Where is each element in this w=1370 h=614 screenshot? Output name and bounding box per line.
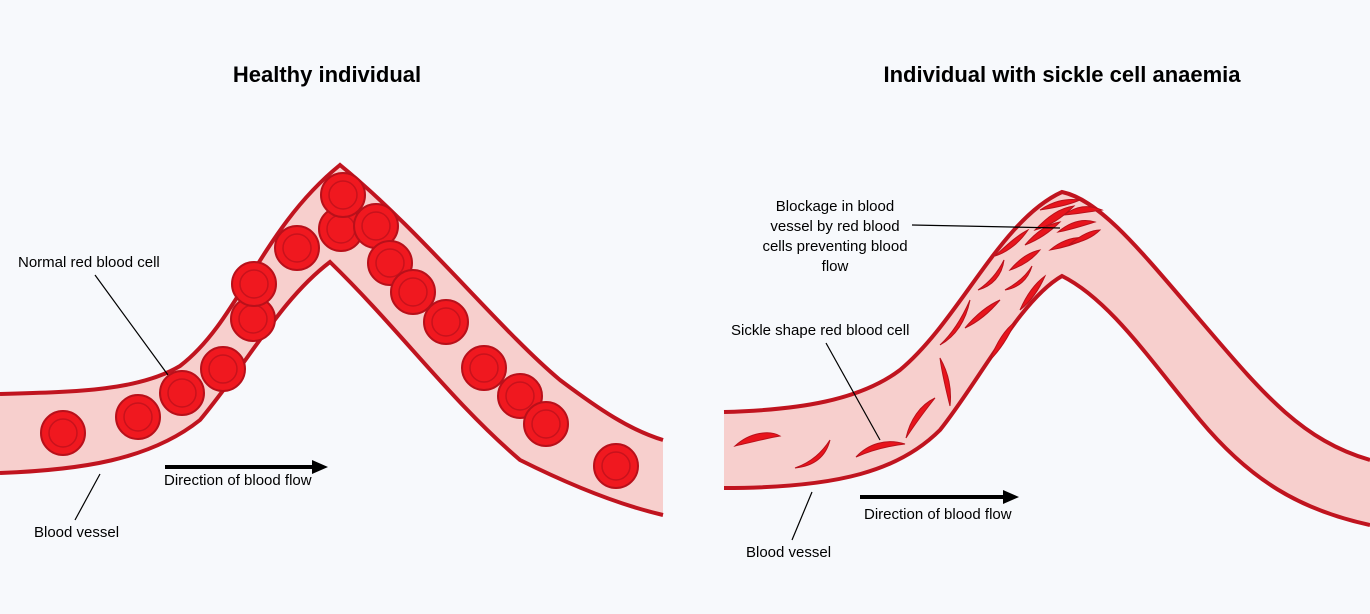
right-vessel-label: Blood vessel bbox=[746, 544, 832, 561]
sickle-red-blood-cell bbox=[1062, 206, 1104, 216]
left-vessel-wall-bottom bbox=[0, 259, 664, 517]
right-flow-label: Direction of blood flow bbox=[864, 506, 1012, 523]
left-cell-pointer-line bbox=[94, 274, 169, 376]
normal-red-blood-cell bbox=[231, 261, 277, 307]
sickle-red-blood-cell bbox=[994, 228, 1030, 257]
right-panel-title: Individual with sickle cell anaemia bbox=[883, 62, 1241, 87]
sickle-red-blood-cell bbox=[733, 432, 782, 447]
left-vessel-lumen bbox=[0, 165, 663, 515]
normal-red-blood-cell bbox=[230, 296, 276, 342]
right-vessel-pointer-line bbox=[791, 491, 813, 541]
right-cells bbox=[733, 199, 1104, 469]
left-flow-arrow bbox=[165, 460, 328, 474]
sickle-red-blood-cell bbox=[1004, 265, 1033, 291]
sickle-red-blood-cell bbox=[905, 397, 936, 439]
right-vessel-wall-bottom bbox=[723, 273, 1370, 527]
right-vessel-wall-top bbox=[723, 189, 1370, 462]
sickle-red-blood-cell bbox=[1008, 249, 1042, 272]
normal-red-blood-cell bbox=[274, 225, 320, 271]
sickle-cell-label: Sickle shape red blood cell bbox=[731, 322, 910, 339]
normal-red-blood-cell bbox=[390, 269, 436, 315]
left-vessel bbox=[0, 162, 664, 517]
blockage-label: Blockage in blood vessel by red blood ce… bbox=[762, 198, 908, 275]
right-flow-arrow bbox=[860, 490, 1019, 504]
sickle-red-blood-cell bbox=[1068, 229, 1102, 245]
normal-cell-label: Normal red blood cell bbox=[18, 254, 160, 271]
normal-red-blood-cell bbox=[523, 401, 569, 447]
normal-red-blood-cell bbox=[40, 410, 86, 456]
left-flow-label: Direction of blood flow bbox=[164, 472, 312, 489]
left-panel-title: Healthy individual bbox=[232, 62, 422, 87]
right-cell-pointer-line bbox=[825, 342, 881, 441]
sickle-red-blood-cell bbox=[939, 357, 951, 407]
sickle-red-blood-cell bbox=[1056, 219, 1097, 233]
sickle-red-blood-cell bbox=[1019, 274, 1047, 311]
sickle-red-blood-cell bbox=[964, 299, 1001, 329]
sickle-red-blood-cell bbox=[989, 320, 1017, 361]
left-vessel-label: Blood vessel bbox=[34, 524, 120, 541]
left-vessel-wall-top bbox=[0, 162, 664, 442]
normal-red-blood-cell bbox=[115, 394, 161, 440]
sickle-red-blood-cell bbox=[1039, 199, 1082, 211]
blockage-pointer-line bbox=[911, 224, 1061, 229]
sickle-red-blood-cell bbox=[939, 299, 971, 346]
normal-red-blood-cell bbox=[461, 345, 507, 391]
normal-red-blood-cell bbox=[200, 346, 246, 392]
normal-red-blood-cell bbox=[320, 172, 366, 218]
normal-red-blood-cell bbox=[593, 443, 639, 489]
sickle-red-blood-cell bbox=[855, 441, 906, 458]
sickle-red-blood-cell bbox=[1033, 205, 1076, 231]
sickle-red-blood-cell bbox=[977, 259, 1005, 291]
left-cells bbox=[40, 172, 639, 489]
sickle-red-blood-cell bbox=[794, 439, 831, 469]
normal-red-blood-cell bbox=[159, 370, 205, 416]
left-vessel-pointer-line bbox=[74, 473, 101, 521]
normal-red-blood-cell bbox=[423, 299, 469, 345]
